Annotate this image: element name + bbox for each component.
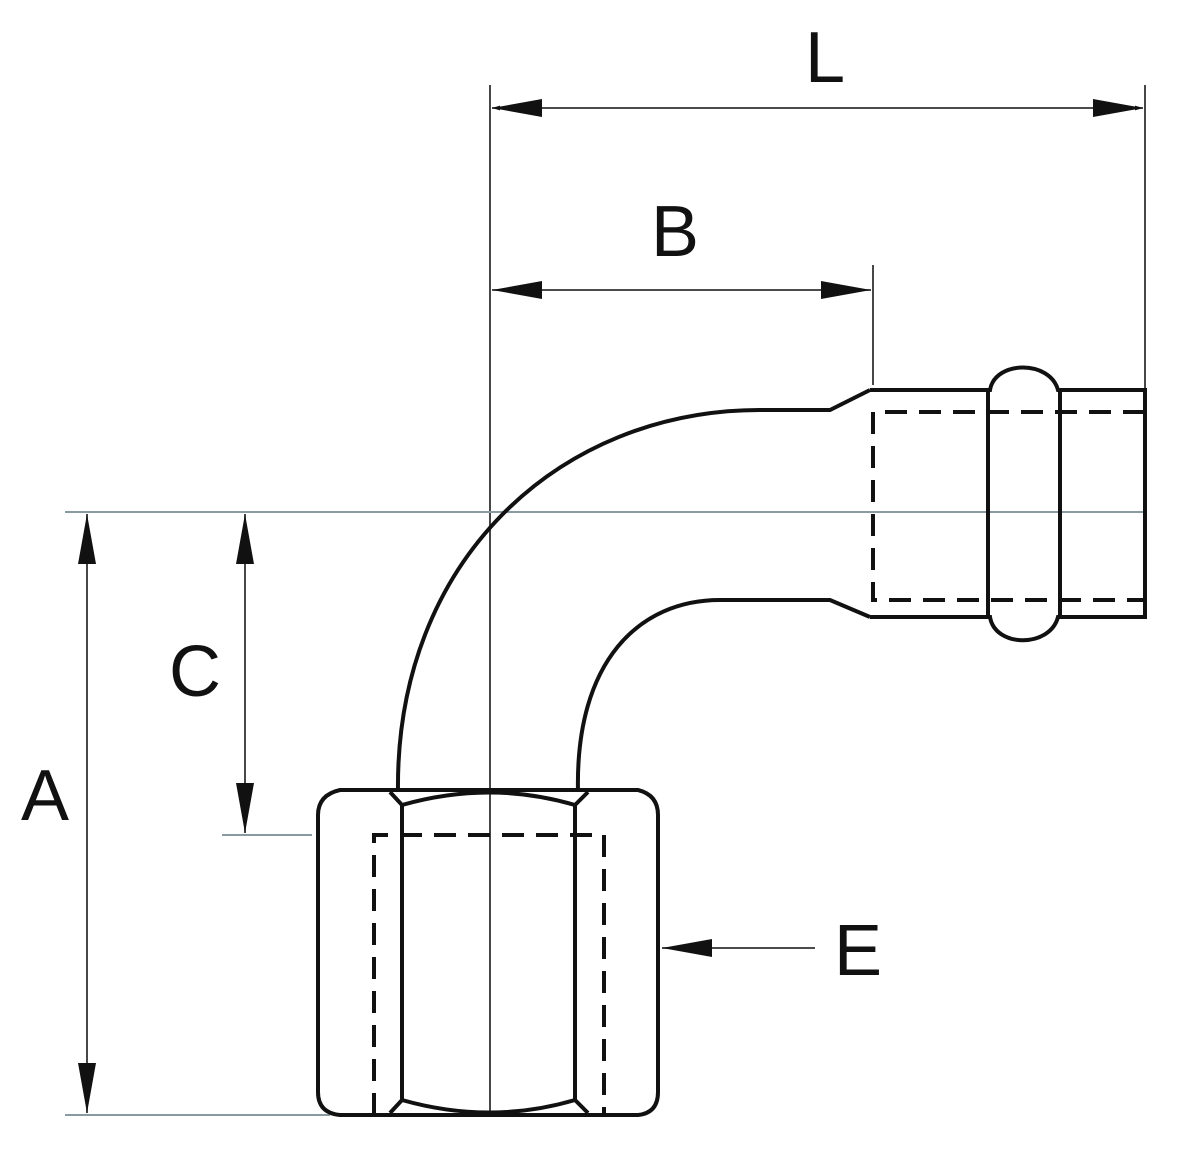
label-B: B <box>651 192 699 272</box>
label-A: A <box>21 756 69 836</box>
label-E: E <box>834 911 882 991</box>
dimension-A <box>78 514 96 1113</box>
label-L: L <box>805 18 845 98</box>
pipe-bend <box>395 388 871 793</box>
dimension-E <box>662 939 815 957</box>
press-socket <box>870 365 1147 643</box>
hex-nut <box>316 788 660 1117</box>
centerlines <box>65 85 1146 1116</box>
dimension-B <box>492 281 871 299</box>
dimension-L <box>492 99 1143 117</box>
label-C: C <box>169 632 221 712</box>
dimension-C <box>236 514 254 833</box>
